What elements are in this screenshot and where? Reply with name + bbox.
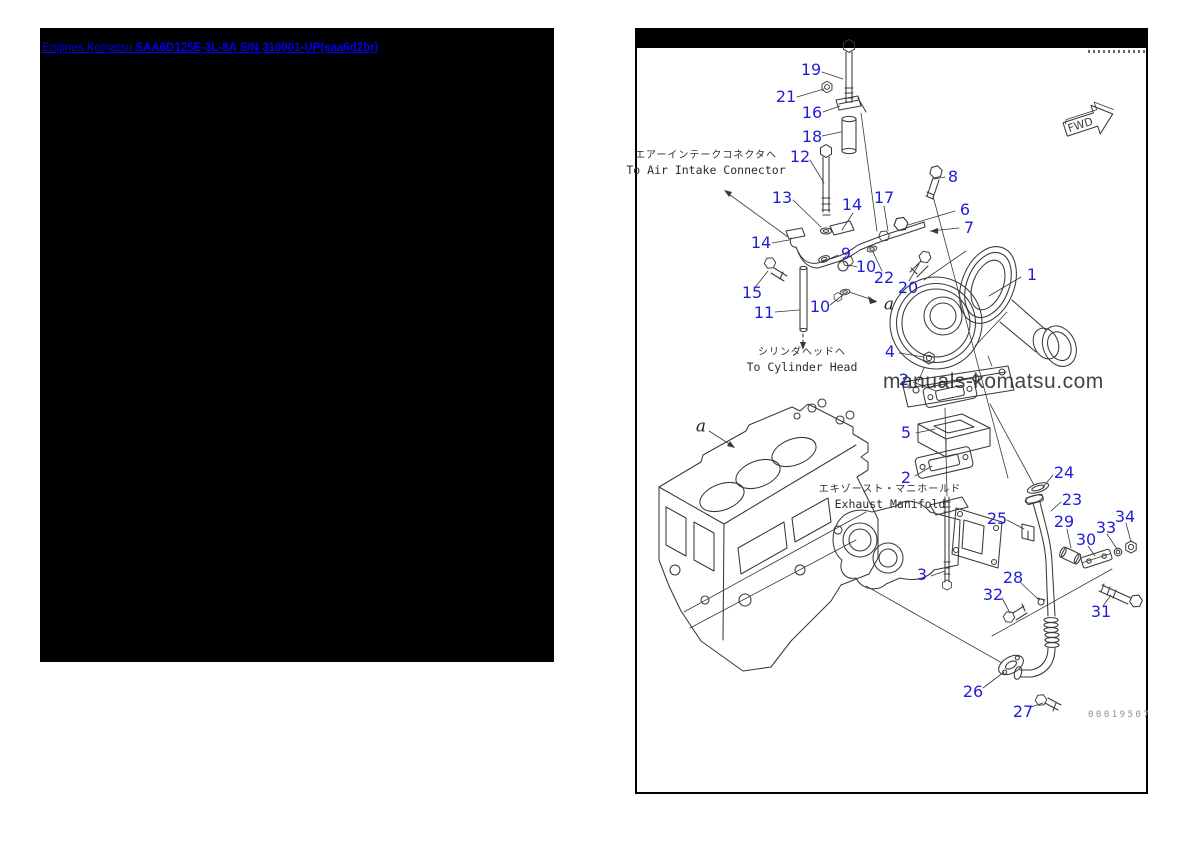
header-tick-marks [1088,50,1148,53]
callout-8: 8 [947,167,959,186]
callout-20: 20 [897,278,919,297]
callout-24: 24 [1053,463,1075,482]
callout-28: 28 [1002,568,1024,587]
callout-5: 5 [900,423,912,442]
callout-34: 34 [1114,507,1136,526]
parts-diagram-page [635,28,1148,794]
blackout-panel: Engines Komatsu SAA6D125E-3L-8A S/N 3100… [40,28,554,662]
callout-7: 7 [963,218,975,237]
callout-2: 2 [900,468,912,487]
callout-13: 13 [771,188,793,207]
callout-14: 14 [750,233,772,252]
callout-23: 23 [1061,490,1083,509]
callout-2: 2 [898,370,910,389]
callout-15: 15 [741,283,763,302]
callout-21: 21 [775,87,797,106]
leader-arrowheads [724,190,938,448]
drain-tube-assembly [998,482,1145,712]
callout-6: 6 [959,200,971,219]
callout-12: 12 [789,147,811,166]
parts-diagram: FWD [658,39,1145,712]
callout-3: 3 [916,565,928,584]
catalog-link-model: SAA6D125E-3L-8A S/N 310001-UP(saa6d2br) [135,42,379,54]
callout-26: 26 [962,682,984,701]
callout-1: 1 [1026,265,1038,284]
fwd-arrow: FWD [1062,101,1114,137]
callout-33: 33 [1095,518,1117,537]
watermark: manuals-komatsu.com [883,370,1104,393]
reference-lines [865,195,1113,664]
engine-block [658,398,879,672]
air-pipe-assembly [762,39,944,350]
callout-27: 27 [1012,702,1034,721]
callout-29: 29 [1053,512,1075,531]
turbocharger [889,246,1077,408]
callout-16: 16 [801,103,823,122]
callout-11: 11 [753,303,775,322]
callout-18: 18 [801,127,823,146]
callout-4: 4 [884,342,896,361]
exhaust-manifold [832,496,1003,591]
callout-19: 19 [800,60,822,79]
callout-32: 32 [982,585,1004,604]
callout-14: 14 [841,195,863,214]
callout-a: a [883,294,895,315]
catalog-link[interactable]: Engines Komatsu SAA6D125E-3L-8A S/N 3100… [42,42,378,54]
page-header-bar [637,30,1146,48]
callout-31: 31 [1090,602,1112,621]
callout-30: 30 [1075,530,1097,549]
callout-17: 17 [873,188,895,207]
callout-10: 10 [809,297,831,316]
callout-a: a [695,416,707,437]
callout-22: 22 [873,268,895,287]
catalog-link-prefix: Engines Komatsu [42,42,136,54]
callout-9: 9 [840,244,852,263]
callout-25: 25 [986,509,1008,528]
drawing-number: 00019507 [1088,710,1152,720]
callout-10: 10 [855,257,877,276]
